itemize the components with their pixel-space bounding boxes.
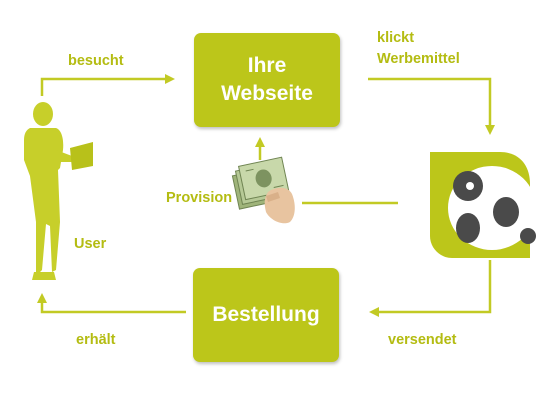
arrow-visits [40, 74, 175, 96]
label-receives: erhält [76, 332, 116, 348]
label-clicks-line2: Werbemittel [377, 51, 460, 67]
label-user: User [74, 236, 107, 252]
order-box: Bestellung [193, 268, 339, 362]
order-box-label: Bestellung [212, 303, 320, 326]
website-box-line2: Webseite [221, 82, 313, 105]
website-box-line1: Ihre [247, 54, 287, 77]
arrow-receives [37, 293, 186, 314]
label-clicks-line1: klickt [377, 30, 415, 46]
arrow-ships [369, 260, 492, 317]
label-visits: besucht [68, 53, 124, 69]
website-box: Ihre Webseite [194, 33, 340, 127]
label-ships: versendet [388, 332, 457, 348]
arrow-clicks [368, 77, 495, 135]
label-commission: Provision [166, 190, 233, 206]
